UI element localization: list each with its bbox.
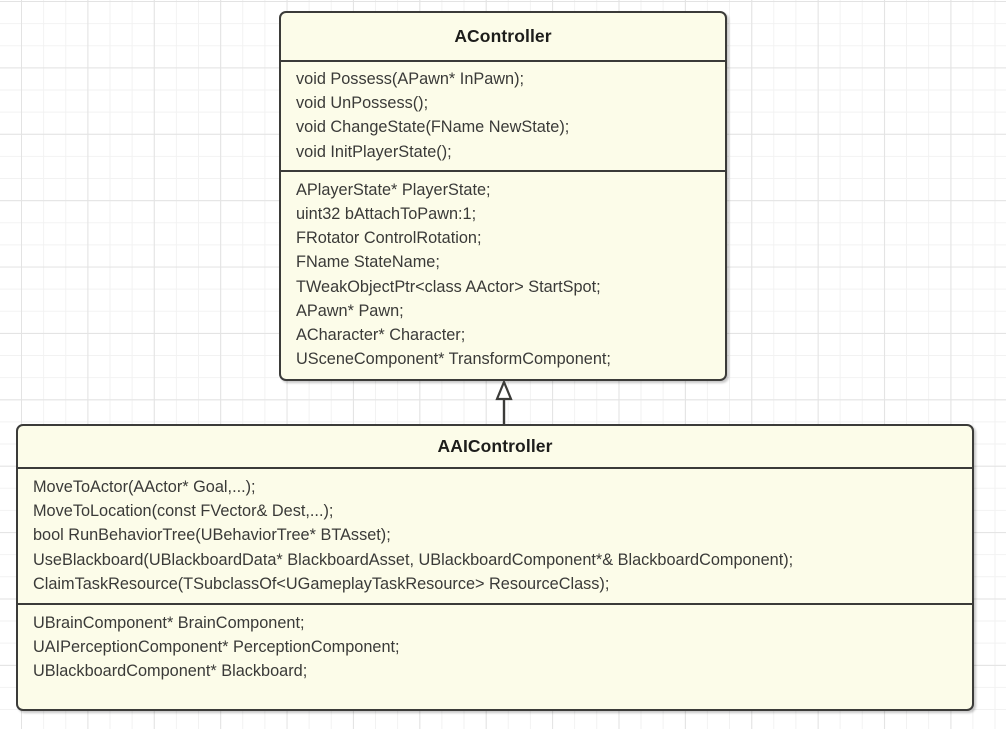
method-line: UseBlackboard(UBlackboardData* Blackboar… bbox=[33, 550, 794, 569]
method-line: void UnPossess(); bbox=[296, 94, 429, 113]
method-line: ClaimTaskResource(TSubclassOf<UGameplayT… bbox=[33, 574, 610, 593]
class-title-aaicontroller: AAIController bbox=[437, 436, 553, 456]
attribute-line: UBrainComponent* BrainComponent; bbox=[33, 614, 305, 633]
attribute-line: TWeakObjectPtr<class AActor> StartSpot; bbox=[296, 277, 601, 296]
attribute-line: USceneComponent* TransformComponent; bbox=[296, 350, 611, 369]
attribute-line: ACharacter* Character; bbox=[296, 326, 466, 345]
attribute-line: APlayerState* PlayerState; bbox=[296, 180, 491, 199]
uml-class-aaicontroller[interactable]: AAIController MoveToActor(AActor* Goal,.… bbox=[16, 424, 974, 711]
attribute-line: uint32 bAttachToPawn:1; bbox=[296, 205, 477, 224]
attribute-line: UBlackboardComponent* Blackboard; bbox=[33, 662, 308, 681]
method-line: void ChangeState(FName NewState); bbox=[296, 118, 570, 137]
class-title-acontroller: AController bbox=[454, 26, 552, 46]
method-line: MoveToLocation(const FVector& Dest,...); bbox=[33, 502, 334, 521]
method-line: bool RunBehaviorTree(UBehaviorTree* BTAs… bbox=[33, 526, 391, 545]
method-line: void Possess(APawn* InPawn); bbox=[296, 70, 525, 88]
attribute-line: UAIPerceptionComponent* PerceptionCompon… bbox=[33, 638, 400, 657]
attribute-line: FName StateName; bbox=[296, 253, 440, 272]
attribute-line: FRotator ControlRotation; bbox=[296, 229, 482, 248]
class-methods-section-aaicontroller: MoveToActor(AActor* Goal,...); MoveToLoc… bbox=[18, 467, 972, 603]
attribute-line: APawn* Pawn; bbox=[296, 301, 404, 320]
generalization-arrow-icon bbox=[495, 381, 513, 425]
class-attributes-section-aaicontroller: UBrainComponent* BrainComponent; UAIPerc… bbox=[18, 603, 972, 691]
uml-class-acontroller[interactable]: AController void Possess(APawn* InPawn);… bbox=[279, 11, 727, 381]
class-methods-section-acontroller: void Possess(APawn* InPawn); void UnPoss… bbox=[281, 60, 725, 170]
class-attributes-section-acontroller: APlayerState* PlayerState; uint32 bAttac… bbox=[281, 169, 725, 378]
method-line: void InitPlayerState(); bbox=[296, 142, 452, 161]
method-line: MoveToActor(AActor* Goal,...); bbox=[33, 478, 256, 496]
